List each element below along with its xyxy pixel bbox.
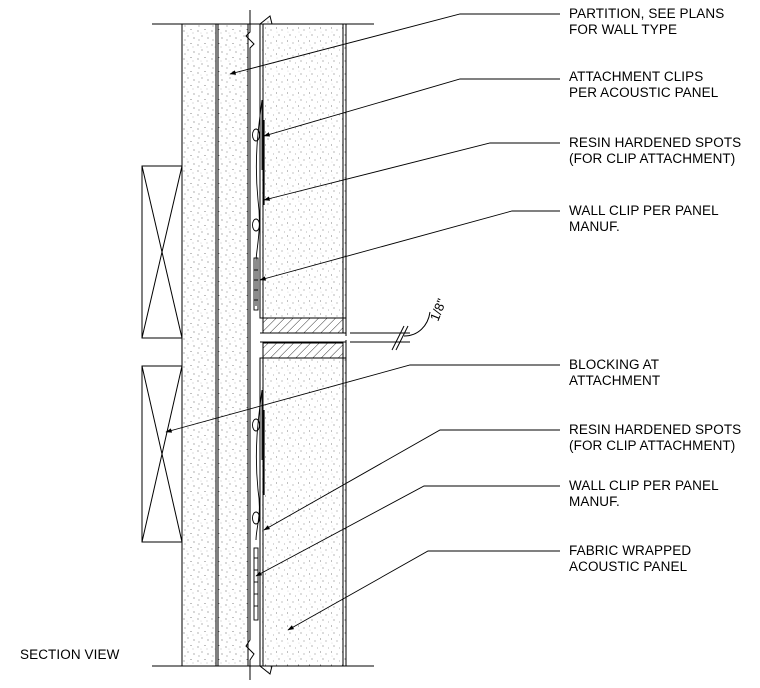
callout-blocking-line-2: ATTACHMENT: [569, 373, 661, 388]
callout-resin-spots-upper-line-1: RESIN HARDENED SPOTS: [569, 135, 742, 150]
callout-wall-clip-upper: WALL CLIP PER PANEL MANUF.: [569, 203, 719, 235]
callout-blocking-line-1: BLOCKING AT: [569, 357, 660, 372]
clip-details-upper: [252, 99, 265, 311]
callout-resin-spots-lower-line-1: RESIN HARDENED SPOTS: [569, 422, 742, 437]
callout-attachment-clips: ATTACHMENT CLIPS PER ACOUSTIC PANEL: [569, 69, 718, 101]
callout-fabric-panel-line-2: ACOUSTIC PANEL: [569, 559, 688, 574]
acoustic-panel-lower: [259, 340, 347, 675]
callout-fabric-panel-line-1: FABRIC WRAPPED: [569, 543, 692, 558]
acoustic-panel-upper: [259, 15, 347, 336]
leader-resin-upper: [263, 142, 560, 201]
leader-attachment-clips: [263, 78, 560, 137]
leader-blocking: [165, 364, 560, 433]
leader-lines: [165, 13, 560, 631]
callout-wall-clip-upper-line-2: MANUF.: [569, 219, 620, 234]
clip-details-lower: [252, 389, 265, 621]
leader-partition: [229, 13, 560, 75]
leader-wall-clip-upper: [259, 210, 560, 281]
callout-resin-spots-lower: RESIN HARDENED SPOTS (FOR CLIP ATTACHMEN…: [569, 422, 741, 454]
callout-wall-clip-lower: WALL CLIP PER PANEL MANUF.: [569, 478, 719, 510]
callout-partition-line-1: PARTITION, SEE PLANS: [569, 6, 725, 21]
callout-partition: PARTITION, SEE PLANS FOR WALL TYPE: [569, 6, 724, 38]
callout-resin-spots-lower-line-2: (FOR CLIP ATTACHMENT): [569, 438, 736, 453]
gypsum-board-inner: [217, 23, 249, 667]
callout-resin-spots-upper-line-2: (FOR CLIP ATTACHMENT): [569, 151, 736, 166]
callout-wall-clip-upper-line-1: WALL CLIP PER PANEL: [569, 203, 719, 218]
gap-dimension-text: 1/8": [427, 296, 450, 323]
gap-dimension: [350, 311, 431, 351]
callout-fabric-panel: FABRIC WRAPPED ACOUSTIC PANEL: [569, 543, 691, 575]
break-line: [245, 10, 255, 680]
callout-partition-line-2: FOR WALL TYPE: [569, 22, 678, 37]
blocking-lower: [141, 365, 183, 543]
callout-wall-clip-lower-line-1: WALL CLIP PER PANEL: [569, 478, 719, 493]
callout-resin-spots-upper: RESIN HARDENED SPOTS (FOR CLIP ATTACHMEN…: [569, 135, 741, 167]
gypsum-board-outer: [181, 23, 217, 667]
callout-attachment-clips-line-2: PER ACOUSTIC PANEL: [569, 85, 719, 100]
leader-fabric-panel: [287, 550, 560, 631]
callout-attachment-clips-line-1: ATTACHMENT CLIPS: [569, 69, 704, 84]
callout-blocking: BLOCKING AT ATTACHMENT: [569, 357, 660, 389]
leader-resin-lower: [263, 429, 560, 531]
callout-wall-clip-lower-line-2: MANUF.: [569, 494, 620, 509]
view-title: SECTION VIEW: [20, 647, 120, 662]
leader-wall-clip-lower: [255, 485, 560, 577]
blocking-upper: [141, 165, 183, 339]
